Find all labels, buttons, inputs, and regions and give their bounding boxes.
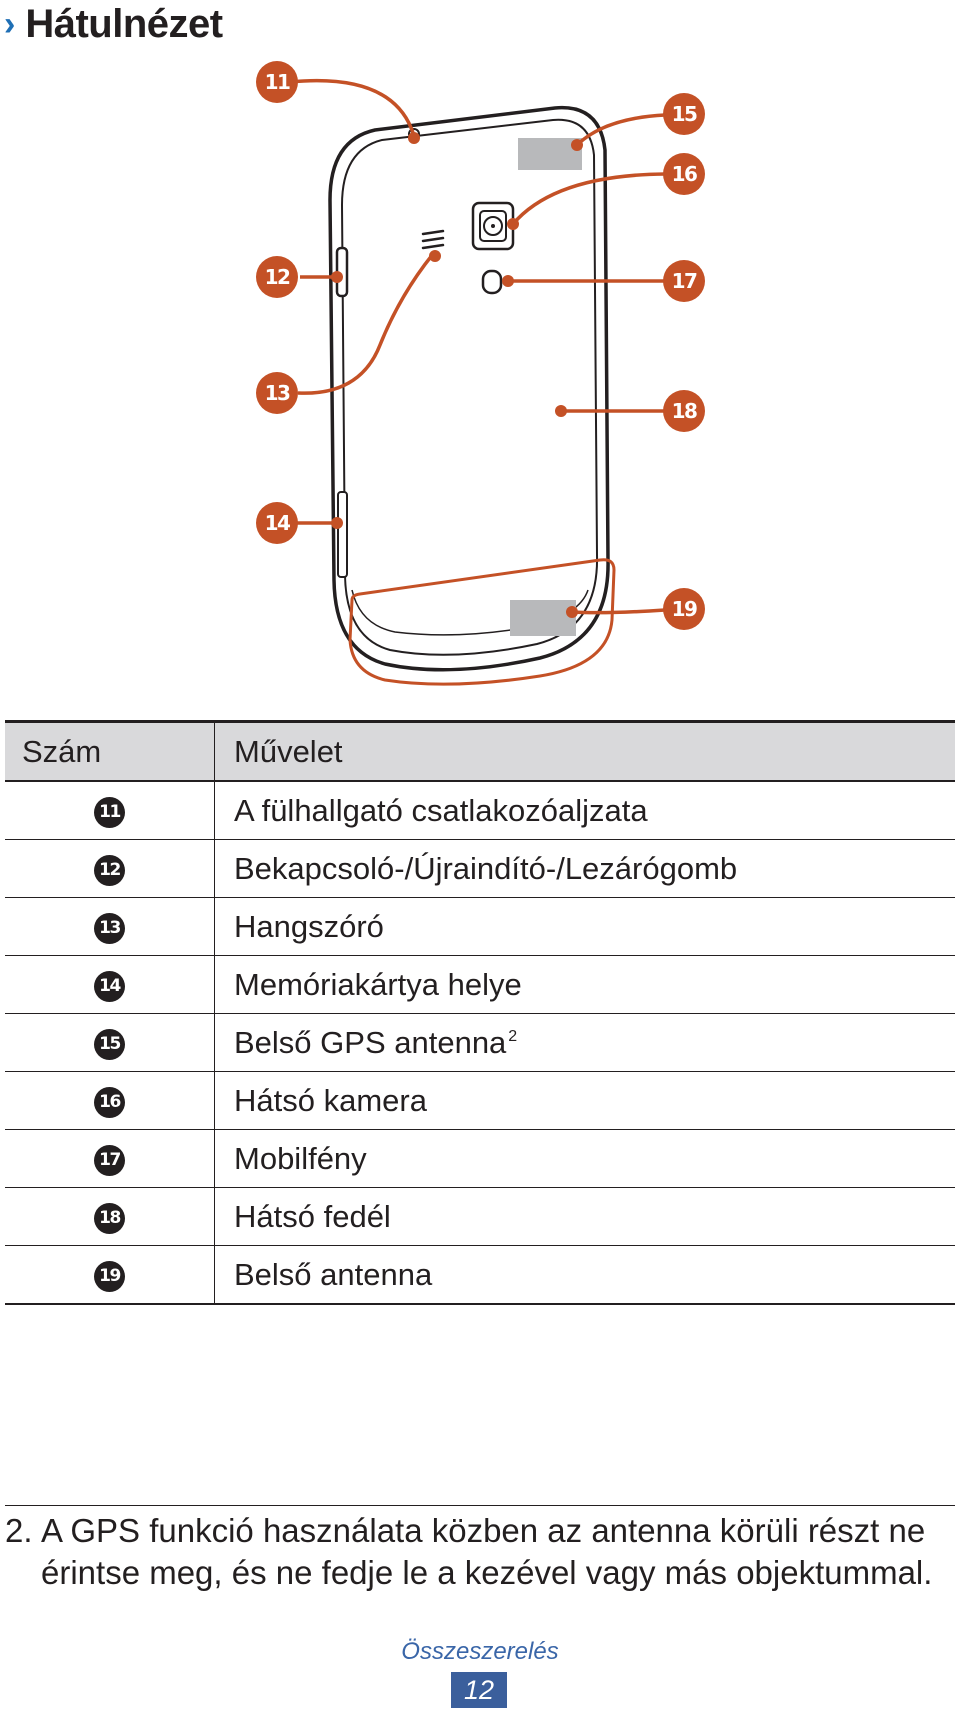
footnote-divider xyxy=(5,1505,955,1506)
svg-text:15: 15 xyxy=(672,102,697,126)
table-row: 12 Bekapcsoló-/Újraindító-/Lezárógomb xyxy=(5,839,955,898)
row-number-badge: 18 xyxy=(94,1202,125,1234)
footer-section-name: Összeszerelés xyxy=(401,1638,559,1665)
table-row: 17 Mobilfény xyxy=(5,1129,955,1188)
table-row: 11 A fülhallgató csatlakozóaljzata xyxy=(5,781,955,840)
svg-text:19: 19 xyxy=(672,597,697,621)
row-number-badge: 15 xyxy=(94,1028,125,1060)
row-label: Belső antenna xyxy=(214,1245,955,1305)
header-function: Művelet xyxy=(214,720,955,782)
row-number-badge: 19 xyxy=(94,1260,125,1292)
header-number: Szám xyxy=(5,720,215,782)
svg-text:14: 14 xyxy=(265,511,290,535)
row-number-badge: 16 xyxy=(94,1086,125,1118)
svg-text:11: 11 xyxy=(265,70,290,94)
footnote-text: A GPS funkció használata közben az anten… xyxy=(41,1512,933,1591)
parts-table: Szám Művelet 11 A fülhallgató csatlakozó… xyxy=(5,720,955,1305)
svg-text:16: 16 xyxy=(672,162,697,186)
svg-text:17: 17 xyxy=(672,269,697,293)
row-number-badge: 11 xyxy=(94,796,125,828)
antenna-highlight-outline xyxy=(348,558,616,686)
row-label: A fülhallgató csatlakozóaljzata xyxy=(214,781,955,840)
phone-inner-outline xyxy=(340,118,599,656)
row-label: Memóriakártya helye xyxy=(214,955,955,1014)
callout-18: 18 xyxy=(663,390,705,432)
internal-antenna-area xyxy=(510,600,576,636)
row-label: Mobilfény xyxy=(214,1129,955,1188)
row-label: Hátsó fedél xyxy=(214,1187,955,1246)
row-number-badge: 12 xyxy=(94,854,125,886)
callout-16: 16 xyxy=(663,153,705,195)
footnote-ref: 2 xyxy=(508,1027,518,1045)
callout-11: 11 xyxy=(256,61,298,103)
phone-back-diagram: 11 12 13 14 15 16 17 18 19 xyxy=(256,61,705,686)
callout-15: 15 xyxy=(663,93,705,135)
svg-text:13: 13 xyxy=(265,381,290,405)
memory-card-slot-icon xyxy=(337,491,348,578)
table-row: 13 Hangszóró xyxy=(5,897,955,956)
phone-outline xyxy=(328,105,610,672)
table-row: 18 Hátsó fedél xyxy=(5,1187,955,1246)
speaker-grille-icon xyxy=(421,229,445,250)
chevron-right-icon: › xyxy=(4,5,16,43)
svg-text:18: 18 xyxy=(672,399,697,423)
svg-text:12: 12 xyxy=(265,265,290,289)
row-number-badge: 17 xyxy=(94,1144,125,1176)
row-number-badge: 13 xyxy=(94,912,125,944)
table-row: 14 Memóriakártya helye xyxy=(5,955,955,1014)
callout-19: 19 xyxy=(663,588,705,630)
table-header-row: Szám Művelet xyxy=(5,720,955,782)
footnote: 2. A GPS funkció használata közben az an… xyxy=(5,1510,935,1594)
row-label: Belső GPS antenna xyxy=(234,1024,507,1060)
callout-12: 12 xyxy=(256,256,298,298)
section-heading: › Hátulnézet xyxy=(4,0,223,48)
row-label: Hangszóró xyxy=(214,897,955,956)
footnote-number: 2. xyxy=(5,1512,33,1549)
row-label: Hátsó kamera xyxy=(214,1071,955,1130)
page-number-badge: 12 xyxy=(451,1672,507,1708)
camera-lens-icon xyxy=(483,216,503,236)
camera-frame-icon xyxy=(479,210,507,242)
callout-14: 14 xyxy=(256,502,298,544)
row-label: Bekapcsoló-/Újraindító-/Lezárógomb xyxy=(214,839,955,898)
flash-icon xyxy=(481,269,503,295)
table-row: 19 Belső antenna xyxy=(5,1245,955,1305)
callout-13: 13 xyxy=(256,372,298,414)
table-row: 16 Hátsó kamera xyxy=(5,1071,955,1130)
callout-17: 17 xyxy=(663,260,705,302)
page-title: Hátulnézet xyxy=(25,1,223,46)
row-number-badge: 14 xyxy=(94,970,125,1002)
